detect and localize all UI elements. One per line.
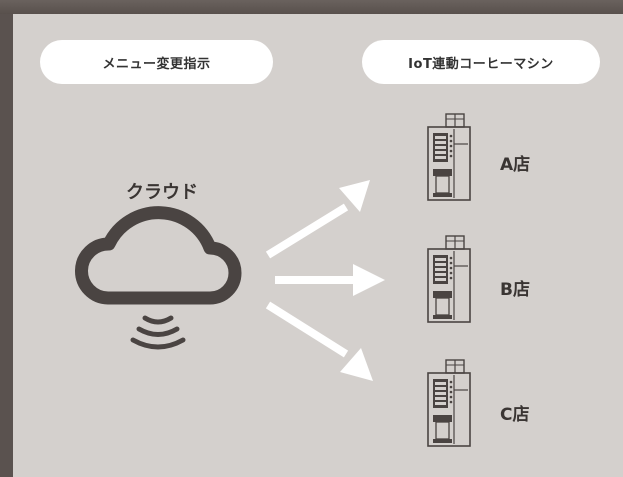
cloud-label: クラウド (126, 182, 198, 203)
store-c-label: C店 (500, 405, 530, 425)
menu-change-instruction-label: メニュー変更指示 (40, 40, 273, 84)
store-a-label: A店 (500, 155, 531, 175)
arrow-to-store-c (265, 301, 373, 381)
coffee-machine-icon-b (427, 235, 471, 323)
coffee-machine-icon-a (427, 113, 471, 201)
arrows (265, 180, 385, 381)
cloud-icon (75, 206, 242, 305)
coffee-machine-icon-c (427, 359, 471, 447)
arrow-to-store-a (265, 180, 370, 259)
top-frame (0, 0, 623, 14)
iot-coffee-machine-label: IoT連動コーヒーマシン (362, 40, 600, 84)
arrow-to-store-b (275, 264, 385, 296)
signal-waves-icon (130, 315, 186, 350)
store-b-label: B店 (500, 280, 530, 300)
